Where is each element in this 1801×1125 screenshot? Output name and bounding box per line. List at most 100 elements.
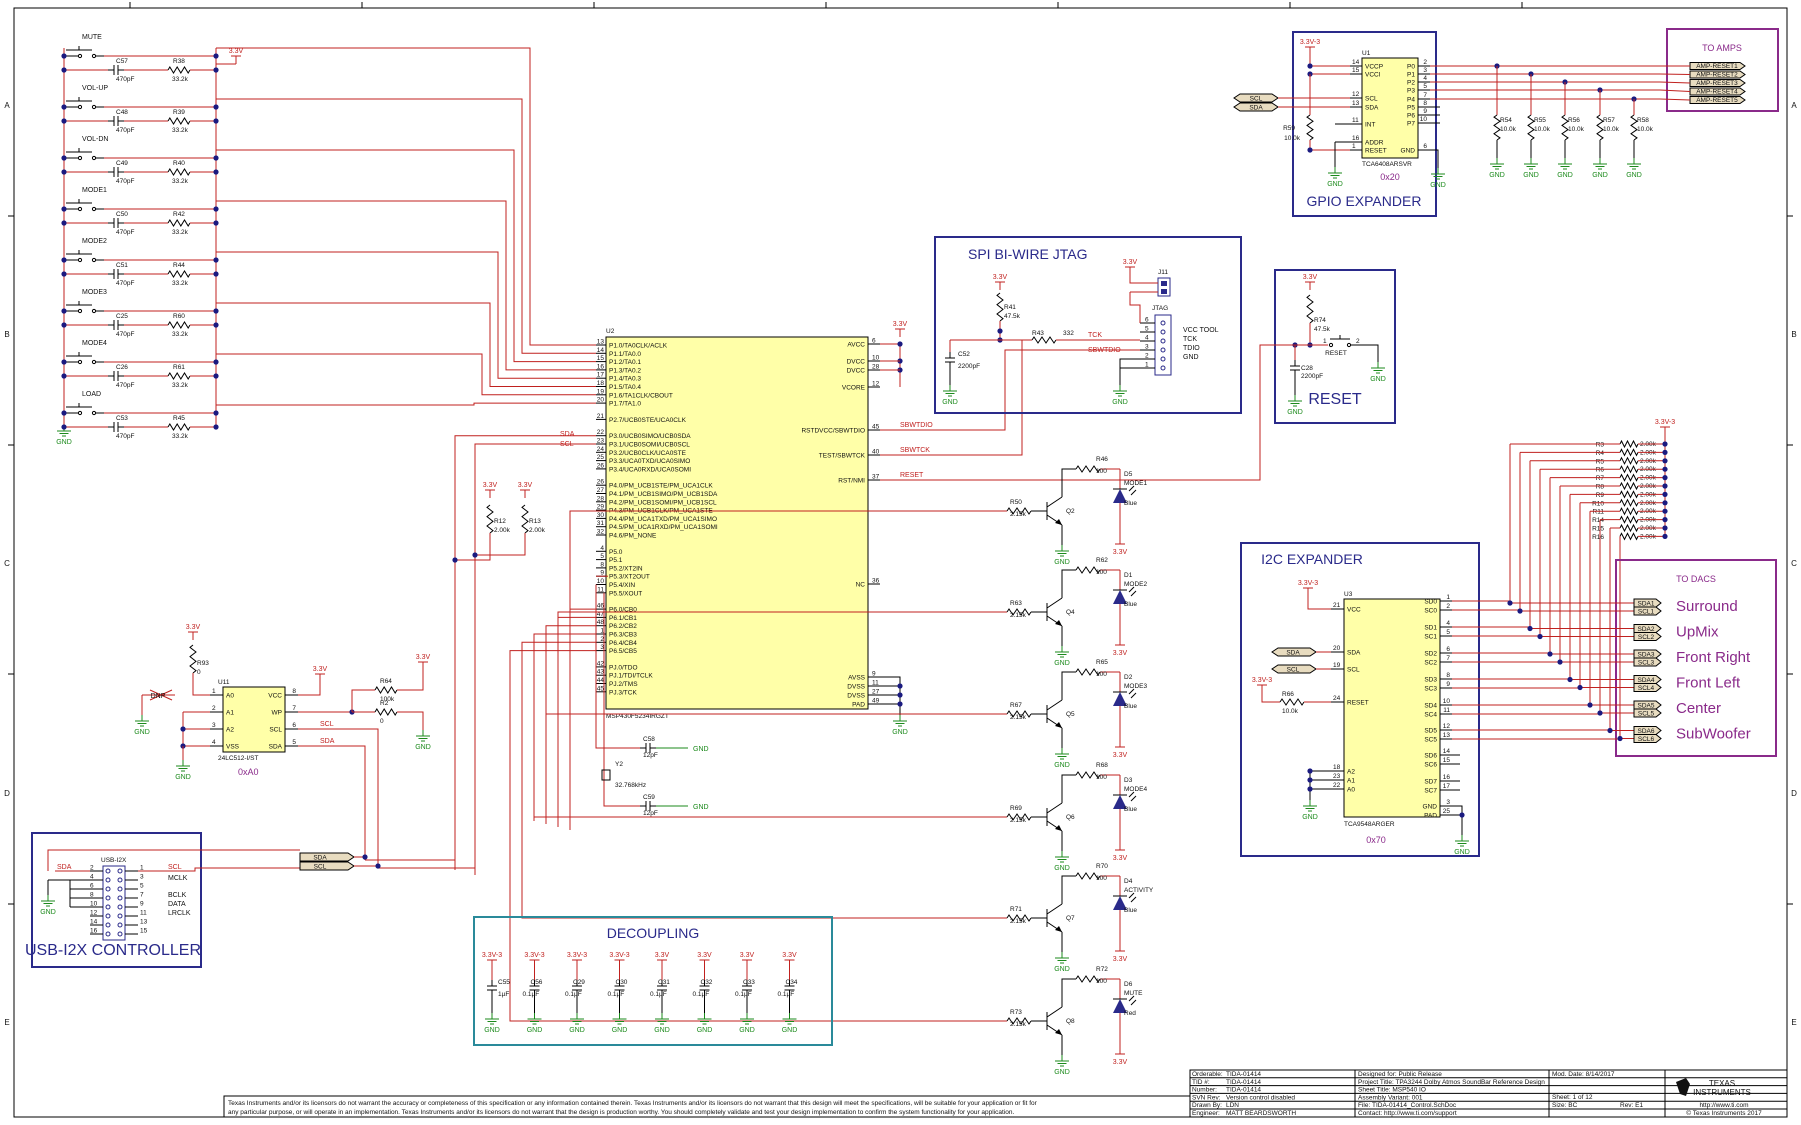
led-drive <box>557 616 596 827</box>
rail-label: 3.3V <box>1303 274 1318 281</box>
pin-number: 12 <box>872 381 880 388</box>
resistor-symbol <box>1619 439 1639 449</box>
port-tag <box>1633 726 1662 735</box>
pin-number: 25 <box>597 454 605 461</box>
tb-field: Assembly Variant: 001 <box>1358 1094 1423 1101</box>
res-value: 100 <box>1096 774 1107 781</box>
junction-dot <box>1527 625 1533 632</box>
row-marker-left: B <box>4 330 9 339</box>
npn-arrow <box>1055 1029 1062 1035</box>
cap-value: 1µF <box>498 991 509 998</box>
vcc-wire <box>880 343 901 387</box>
cap-value: 2200pF <box>1301 373 1323 380</box>
pin-number: 1 <box>1145 362 1149 369</box>
resistor-symbol <box>1031 336 1057 344</box>
rail-label: 3.3V-3 <box>1300 39 1320 46</box>
sda-wire <box>454 435 596 870</box>
res-value: 10.0k <box>1568 126 1585 133</box>
switch-label: VOL-DN <box>82 136 108 143</box>
port-label: SDA1 <box>1638 601 1655 608</box>
pin-number: 10 <box>1420 116 1428 123</box>
pin-number: 12 <box>90 910 98 917</box>
transistor-ref: Q4 <box>1066 609 1075 616</box>
button-net <box>216 302 596 387</box>
switch-contact <box>77 53 83 59</box>
rail-label: 3.3V-3 <box>524 952 544 959</box>
gnd-label: GND <box>1054 865 1070 872</box>
cap-value: 12pF <box>643 810 658 817</box>
port-tag <box>1689 79 1746 87</box>
port-label: AMP-RESET1 <box>1696 63 1738 70</box>
npn-collector <box>1046 496 1063 508</box>
pin-name: A2 <box>1347 769 1355 776</box>
gnd-wire <box>1452 805 1463 835</box>
pin-number: 14 <box>1352 59 1360 66</box>
connector-pin <box>1160 365 1166 371</box>
switch-contact <box>91 257 97 263</box>
res-value: 100 <box>1096 978 1107 985</box>
res-value: 10.0k <box>1284 135 1301 142</box>
vcc-wire <box>298 682 321 696</box>
pin-number: 11 <box>140 910 147 917</box>
gnd-label: GND <box>415 744 431 751</box>
pin-number: 5 <box>600 553 604 560</box>
pin-name: SC4 <box>1424 712 1437 719</box>
resistor-symbol <box>1075 668 1101 676</box>
pin-name: P1.2/TA0.1 <box>609 359 641 366</box>
gpio-box <box>1292 31 1437 217</box>
pin-name: SD2 <box>1424 651 1437 658</box>
pin-number: 2 <box>1145 353 1149 360</box>
junction-dot <box>61 206 67 212</box>
port-label: SDA <box>1249 105 1263 112</box>
button-net <box>216 251 596 379</box>
pin-name: PJ.3/TCK <box>609 689 637 696</box>
eeprom-ref: U11 <box>218 679 230 686</box>
pin-number: 1 <box>1323 338 1327 345</box>
gnd-wire <box>397 711 424 730</box>
amp-wire <box>1659 73 1691 75</box>
resistor-symbol <box>1006 813 1032 821</box>
pin-number: 9 <box>600 570 604 577</box>
pin-name: SD7 <box>1424 779 1437 786</box>
pin-number: 9 <box>872 671 876 678</box>
collector-wire <box>1061 978 1076 1007</box>
junction-dot <box>1587 702 1593 708</box>
res-ref: R3 <box>1596 442 1605 449</box>
port-label: SCL6 <box>1638 736 1655 743</box>
reset-wire <box>1261 693 1280 703</box>
signal-label: BCLK <box>168 892 187 899</box>
cap-ref: C59 <box>643 794 655 801</box>
gnd-label: GND <box>1592 172 1608 179</box>
port-label: SDA2 <box>1638 626 1655 633</box>
cap-ref: C55 <box>498 979 510 986</box>
pin-name: A0 <box>226 693 234 700</box>
signal-label: LRCLK <box>168 910 191 917</box>
led-ref: D6 <box>1124 981 1133 988</box>
junction-dot <box>1662 508 1668 514</box>
reset-wire <box>880 348 1261 481</box>
pin-number: 9 <box>140 901 144 908</box>
junction-dot <box>1662 483 1668 489</box>
rail-label: 3.3V-3 <box>609 952 629 959</box>
tb-label: Number: <box>1192 1087 1217 1094</box>
tb-label: Drawn By: <box>1192 1102 1222 1109</box>
switch-label: MUTE <box>82 34 102 41</box>
dac-channel-name: SubWoofer <box>1676 726 1751 743</box>
pin-name: P6.5/CB5 <box>609 648 637 655</box>
npn-collector <box>1046 597 1063 609</box>
gnd-label: GND <box>484 1027 500 1034</box>
resistor-symbol <box>167 168 191 176</box>
res-value: 10.0k <box>1637 126 1654 133</box>
pin-name: PAD <box>1424 813 1437 820</box>
cap-ref: C31 <box>658 979 670 986</box>
junction-dot <box>1577 684 1583 691</box>
rail-label: 3.3V <box>483 482 498 489</box>
pin-number: 3 <box>1423 67 1427 74</box>
pin-number: 48 <box>597 619 605 626</box>
gnd-label: GND <box>1430 182 1446 189</box>
junction-dot <box>1507 600 1513 606</box>
header-pin <box>105 886 111 892</box>
pin-name: SC2 <box>1424 660 1437 667</box>
junction-dot <box>61 410 67 416</box>
